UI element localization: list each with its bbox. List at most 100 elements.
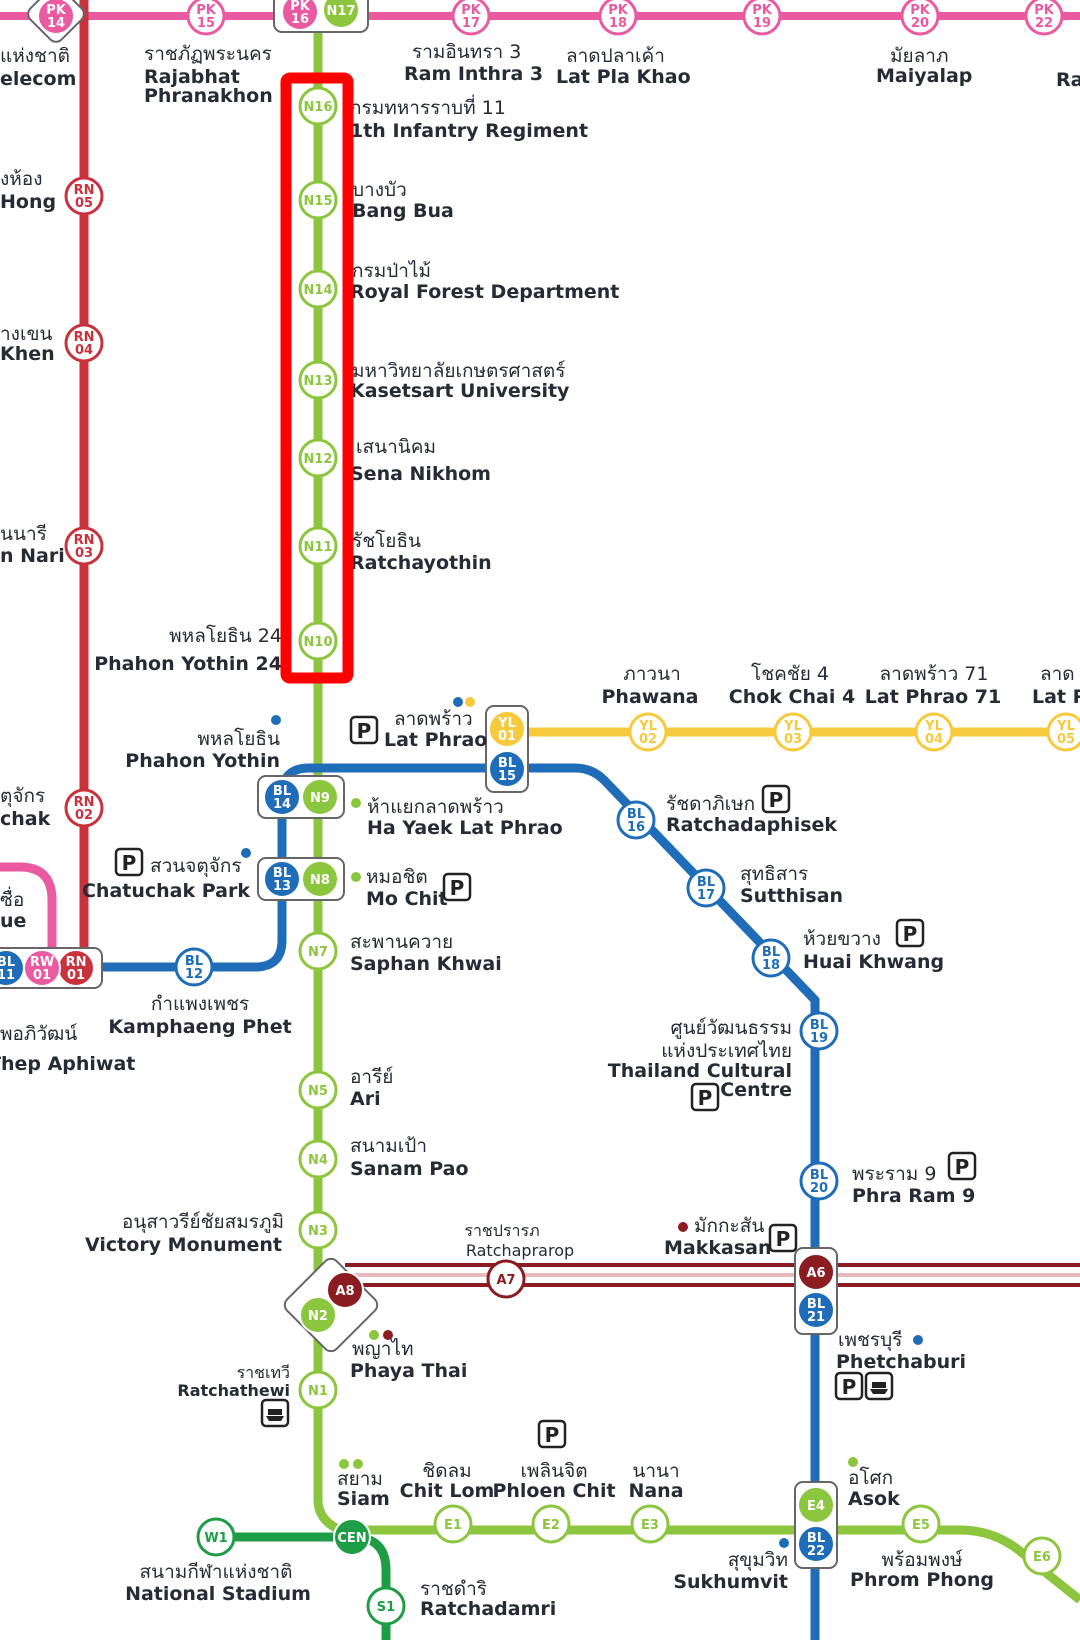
station-s1[interactable]: S1: [366, 1586, 406, 1626]
station-e6[interactable]: E6: [1022, 1536, 1062, 1576]
label-rajabhat-en1: Rajabhat: [144, 66, 240, 88]
station-marker: [186, 0, 226, 36]
label-phahonyothin-th: พหลโยธิน: [197, 727, 280, 750]
transfer-dot-yellow: [453, 697, 463, 707]
station-n17[interactable]: N17: [322, 0, 360, 29]
parking-letter: P: [545, 1423, 560, 1447]
station-marker: [488, 710, 526, 748]
station-w1[interactable]: W1: [196, 1517, 236, 1557]
label-sanampao-en: Sanam Pao: [350, 1158, 469, 1180]
label-phraram9-en: Phra Ram 9: [852, 1185, 975, 1207]
station-e2[interactable]: E2: [531, 1504, 571, 1544]
transfer-dot-yellow: [465, 697, 475, 707]
station-marker: [433, 1504, 473, 1544]
transfer-dots: [241, 697, 923, 1548]
station-n10[interactable]: N10: [298, 621, 338, 661]
station-code: A6: [806, 1266, 825, 1281]
station-n7[interactable]: N7: [298, 931, 338, 971]
station-cen[interactable]: CEN: [333, 1518, 371, 1556]
label-phawana-th: ภาวนา: [623, 663, 681, 685]
station-a6[interactable]: A6: [797, 1253, 835, 1291]
station-n11[interactable]: N11: [298, 526, 338, 566]
station-marker: [64, 788, 104, 828]
station-n5[interactable]: N5: [298, 1070, 338, 1110]
station-marker: [630, 1504, 670, 1544]
station-n1[interactable]: N1: [298, 1370, 338, 1410]
parking-icon: P: [895, 918, 925, 948]
station-n3[interactable]: N3: [298, 1210, 338, 1250]
station-e4[interactable]: E4: [797, 1486, 835, 1524]
station-n4[interactable]: N4: [298, 1139, 338, 1179]
station-n14[interactable]: N14: [298, 269, 338, 309]
station-n8[interactable]: N8: [301, 860, 339, 898]
station-marker: [797, 1525, 835, 1563]
parking-letter: P: [955, 1155, 970, 1179]
station-e1[interactable]: E1: [433, 1504, 473, 1544]
station-marker: [486, 1259, 526, 1299]
station-n15[interactable]: N15: [298, 180, 338, 220]
station-n2[interactable]: N2: [299, 1296, 337, 1334]
label-chokchai-en: Chok Chai 4: [729, 686, 855, 708]
label-nana-en: Nana: [628, 1480, 683, 1502]
station-a7[interactable]: A7: [486, 1259, 526, 1299]
label-sukhumvit-en: Sukhumvit: [673, 1571, 788, 1593]
label-phayathai-en: Phaya Thai: [350, 1360, 467, 1382]
station-code: N13: [304, 374, 333, 389]
parking-icon: P: [349, 715, 379, 745]
station-marker: [773, 712, 813, 752]
label-phromphong-en: Phrom Phong: [850, 1569, 994, 1591]
station-n9[interactable]: N9: [301, 778, 339, 816]
station-a8[interactable]: A8: [326, 1271, 364, 1309]
station-marker: [298, 1139, 338, 1179]
station-n12[interactable]: N12: [298, 438, 338, 478]
station-n13[interactable]: N13: [298, 360, 338, 400]
label-tcc-th2: แห่งประเทศไทย: [661, 1040, 792, 1062]
label-sutthisan-th: สุทธิสาร: [740, 863, 808, 886]
parking-letter: P: [842, 1375, 857, 1399]
label-huaikhwang-en: Huai Khwang: [803, 951, 944, 973]
station-marker: [901, 1504, 941, 1544]
station-e5[interactable]: E5: [901, 1504, 941, 1544]
station-code: N16: [304, 100, 333, 115]
station-n16[interactable]: N16: [298, 86, 338, 126]
station-marker: [799, 1161, 839, 1201]
label-chokchai-th: โชคชัย 4: [751, 662, 829, 685]
station-e3[interactable]: E3: [630, 1504, 670, 1544]
label-ari-en: Ari: [350, 1088, 381, 1110]
